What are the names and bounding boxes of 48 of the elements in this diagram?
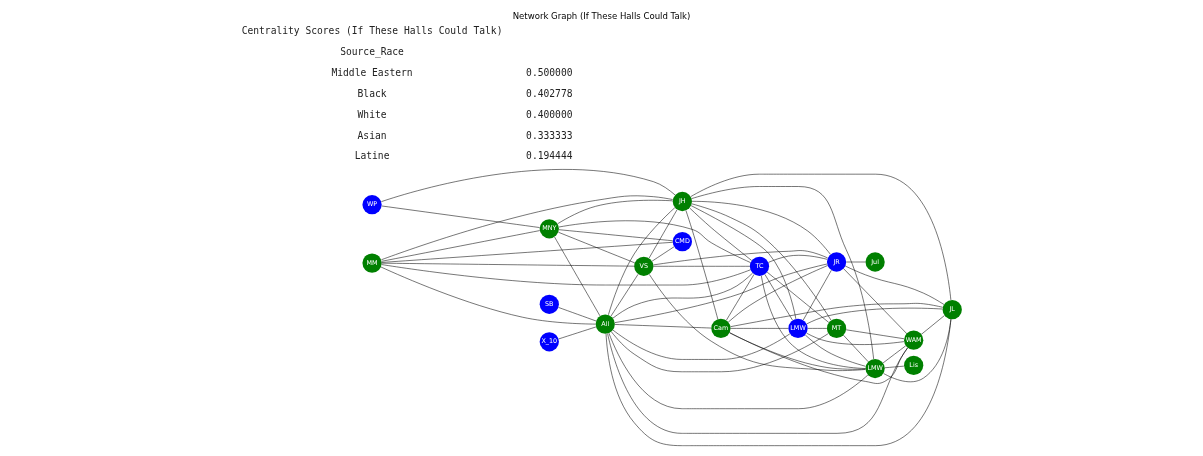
connector [806,332,905,345]
connector [729,332,908,384]
connector [730,303,944,327]
label: 0.400000 [526,108,573,120]
connector [648,209,678,259]
label: Source_Race [340,46,404,57]
connector [611,331,829,373]
connector [685,210,719,320]
label: 0.194444 [526,150,573,162]
connector [653,250,828,266]
connector [806,307,943,325]
connector [608,332,869,409]
connector [607,333,908,434]
connector [845,329,905,340]
connector [761,275,866,369]
label: Latine [354,150,390,162]
label: 0.500000 [526,66,573,78]
connector [845,265,945,305]
diagram-title: Network Graph (If These Halls Could Talk) [512,11,691,22]
connector [766,271,830,323]
label: Centrality Scores (If These Halls Could Talk) [241,25,503,37]
label: 0.402778 [526,87,573,99]
connector [883,318,952,383]
connector [884,365,905,369]
connector [614,324,712,329]
connector [558,220,751,263]
connector [558,229,673,242]
connector [612,329,791,360]
connector [843,268,907,334]
label: Asian [357,129,387,141]
connector [726,274,755,321]
connector [805,334,866,367]
connector [612,272,753,319]
label: 0.333333 [526,129,573,141]
connector [608,207,676,316]
connector [691,186,874,360]
connector [730,328,789,329]
connector [558,232,635,264]
connector [381,264,751,286]
connector [614,263,828,323]
connector [690,205,797,320]
connector [691,203,832,321]
label: Middle Eastern [331,66,413,78]
label: White [357,108,387,120]
connector [802,269,832,321]
connector [649,274,866,371]
label: Black [357,87,387,99]
connector [381,242,673,263]
